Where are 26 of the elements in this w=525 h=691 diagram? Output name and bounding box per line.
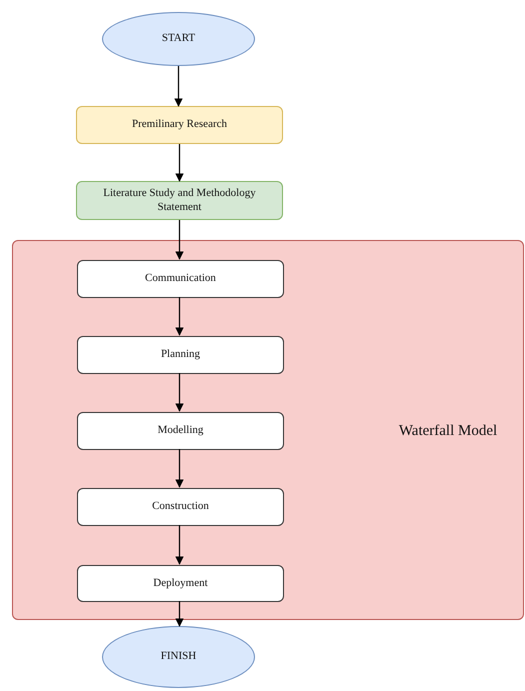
arrow [175,601,184,627]
process-box [77,488,284,526]
node-label: Modelling [158,424,204,438]
process-box [77,260,284,298]
node-label: Construction [152,500,209,514]
group-box [12,240,524,620]
arrow [175,297,184,336]
arrow [175,373,184,412]
arrow [175,220,184,260]
node-label: Premilinary Research [132,118,227,132]
process-box [77,336,284,374]
process-box [76,181,283,220]
arrow [175,449,184,488]
node-label: Deployment [153,576,208,590]
arrow [174,66,183,107]
node-label: FINISH [160,650,196,664]
node-label: START [162,32,196,46]
process-box [76,106,283,144]
node-label: Communication [145,272,216,286]
node-label: Literature Study and Methodology Statement [102,187,257,214]
arrow [175,525,184,565]
arrow [175,144,184,182]
process-box [77,412,284,450]
process-box [77,565,284,602]
group-label: Waterfall Model [398,423,498,440]
node-label: Planning [160,348,200,362]
